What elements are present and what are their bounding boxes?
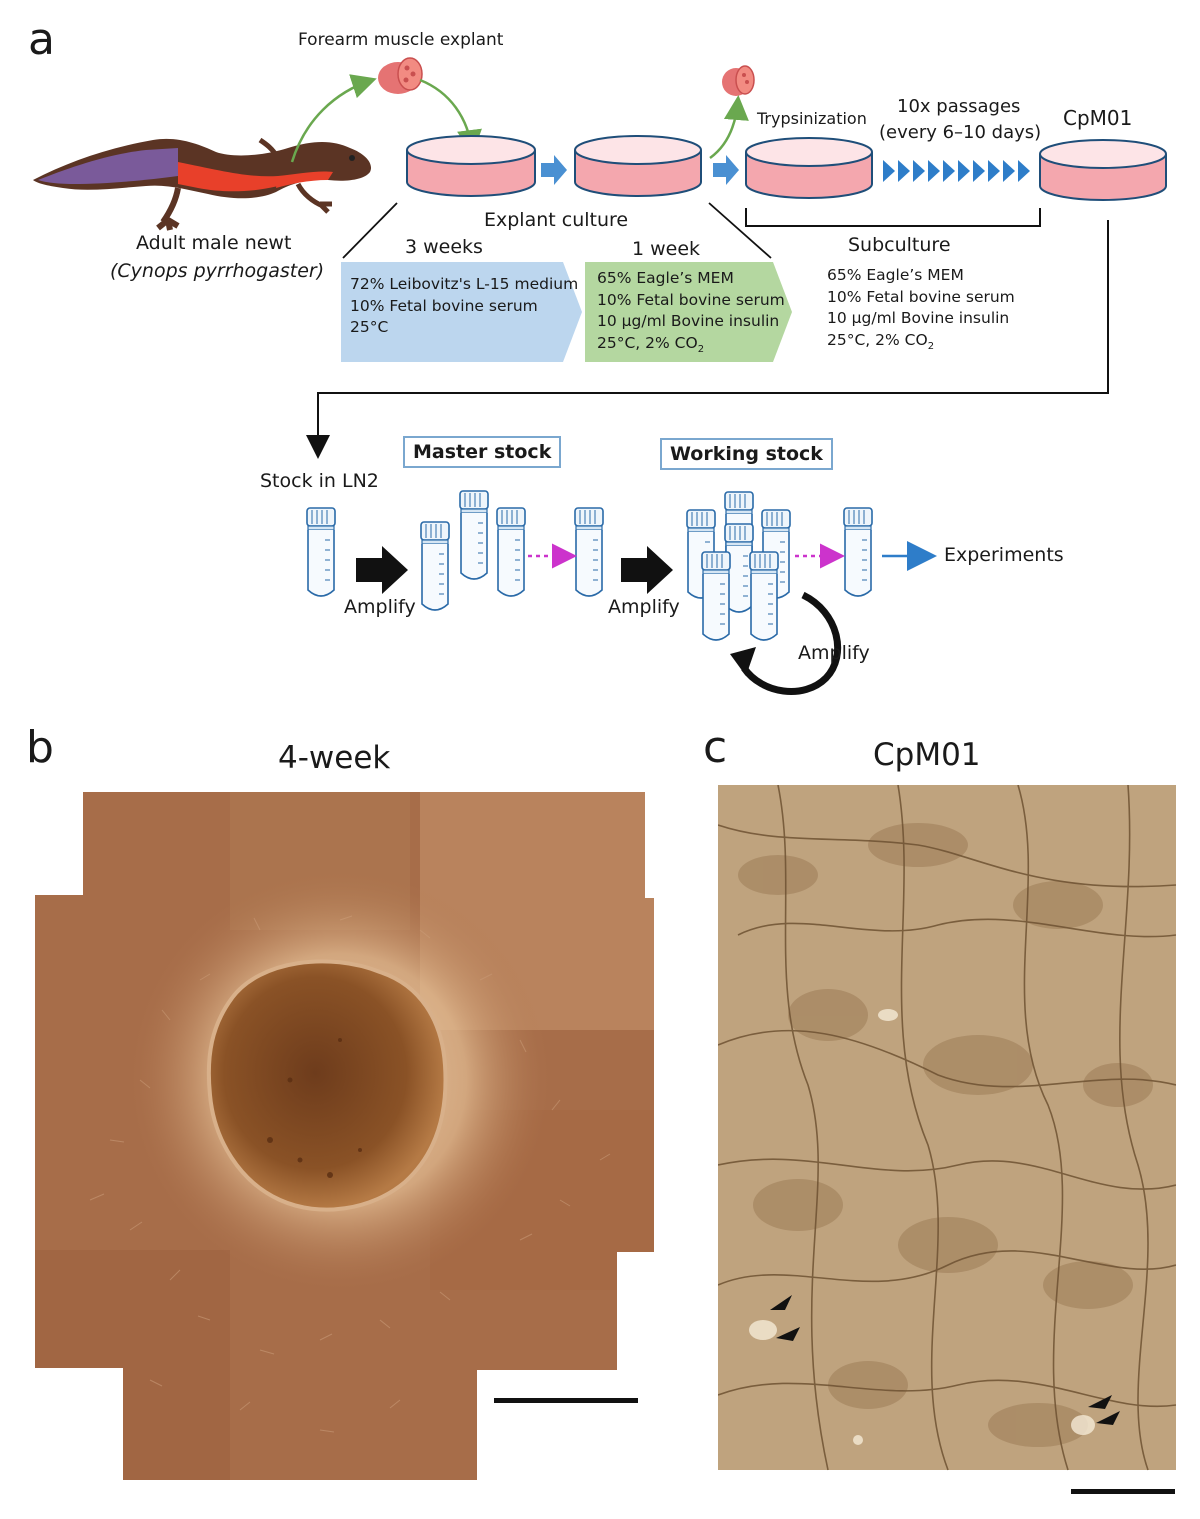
- panel-letter-c: c: [703, 722, 728, 773]
- amplify-arrow-2: [621, 546, 673, 594]
- newt-label-1: Adult male newt: [136, 232, 292, 254]
- petri-dish-3: [745, 137, 873, 199]
- passage-chevrons: [883, 160, 1030, 182]
- week1-label: 1 week: [632, 238, 701, 260]
- muscle-explant-icon-small: [722, 65, 755, 96]
- panel-b-title: 4-week: [278, 740, 391, 776]
- panel-c-title: CpM01: [873, 737, 981, 773]
- explant-culture-label: Explant culture: [484, 209, 629, 231]
- passages-label-2: (every 6–10 days): [879, 122, 1042, 143]
- petri-dish-1: [406, 135, 536, 197]
- tube-master-3: [496, 507, 526, 597]
- amplify-label-2: Amplify: [608, 596, 680, 618]
- muscle-explant-icon: [378, 57, 423, 94]
- newt-label-2: (Cynops pyrrhogaster): [110, 260, 325, 282]
- blue-arrow-2: [713, 155, 739, 185]
- passages-label-1: 10x passages: [897, 96, 1021, 117]
- medium-subculture-text: 65% Eagle’s MEM 10% Fetal bovine serum 1…: [827, 266, 1015, 352]
- amplify-label-1: Amplify: [344, 596, 416, 618]
- tube-working-7: [843, 507, 873, 597]
- stock-ln2-label: Stock in LN2: [260, 470, 379, 492]
- experiments-label: Experiments: [944, 544, 1064, 566]
- explant-micrograph: [35, 792, 654, 1480]
- tube-ln2: [306, 507, 336, 597]
- tube-working-5: [701, 551, 731, 641]
- tube-master-1: [420, 521, 450, 611]
- scale-bar-c: [1071, 1489, 1175, 1494]
- weeks3-label: 3 weeks: [405, 236, 483, 258]
- tube-master-4: [574, 507, 604, 597]
- subculture-label: Subculture: [848, 234, 951, 256]
- tube-working-6: [749, 551, 779, 641]
- master-stock-label: Master stock: [403, 436, 562, 468]
- medium-blue-text: 72% Leibovitz's L-15 medium 10% Fetal bo…: [350, 275, 579, 336]
- newt-illustration: [33, 137, 372, 231]
- petri-dish-4: [1039, 139, 1167, 201]
- workflow-schematic: [290, 57, 1167, 695]
- cell-line-label: CpM01: [1063, 106, 1133, 130]
- cell-culture-micrograph: [718, 785, 1176, 1494]
- trypsinization-label: Trypsinization: [757, 109, 867, 128]
- medium-box-blue: [341, 262, 582, 362]
- amplify-arrow-1: [356, 546, 408, 594]
- forearm-label: Forearm muscle explant: [298, 30, 504, 50]
- tube-master-2: [459, 490, 489, 580]
- panel-letter-b: b: [26, 722, 54, 773]
- medium-green-text: 65% Eagle’s MEM 10% Fetal bovine serum 1…: [597, 269, 785, 355]
- scale-bar-b: [494, 1398, 638, 1403]
- blue-arrow-1: [541, 155, 567, 185]
- amplify-label-3: Amplify: [798, 642, 870, 664]
- working-stock-label: Working stock: [660, 438, 833, 470]
- petri-dish-2: [574, 135, 702, 197]
- panel-letter-a: a: [28, 14, 55, 65]
- medium-box-green: [585, 262, 792, 362]
